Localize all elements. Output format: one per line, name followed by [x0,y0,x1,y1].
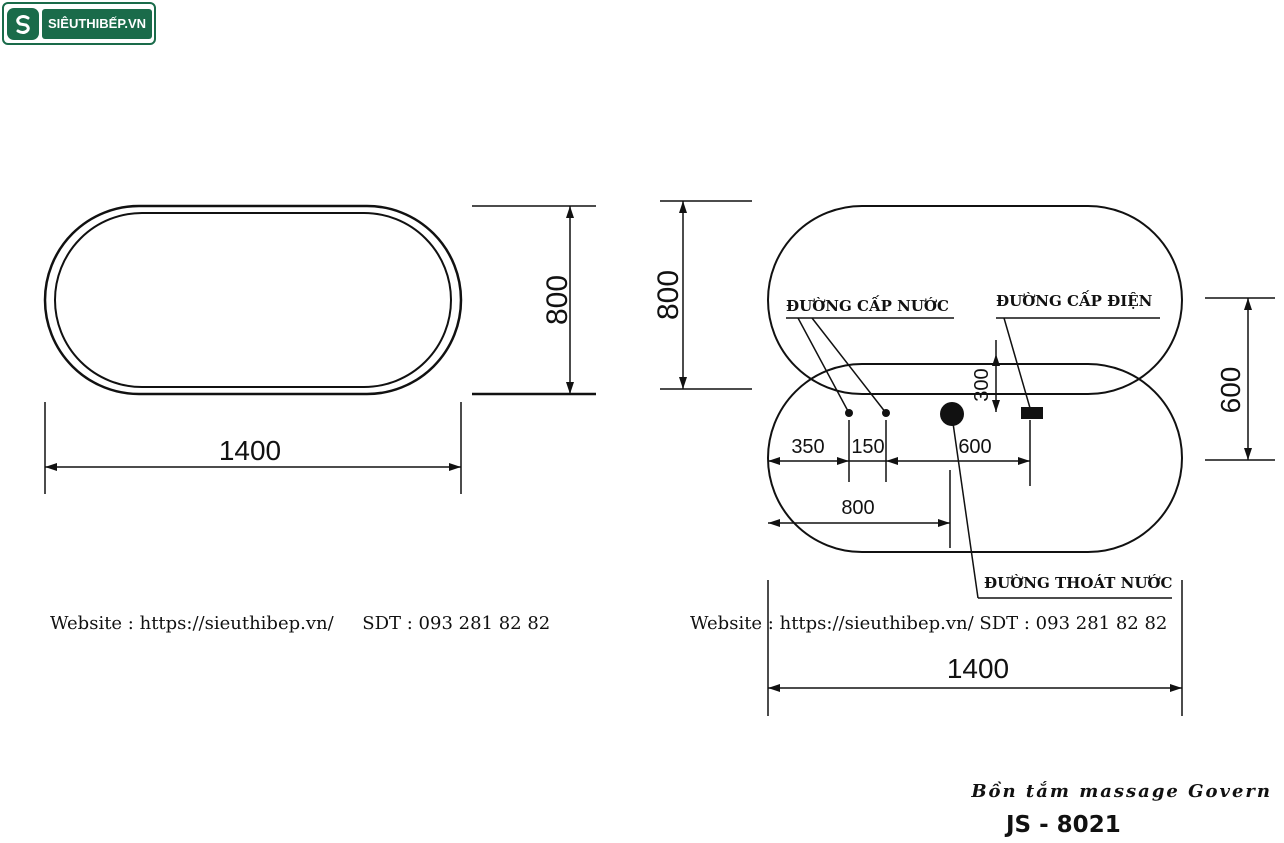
power-supply-label: ĐƯỜNG CẤP ĐIỆN [996,290,1153,310]
tub-inner-outline [54,212,452,388]
plan-height-dim: 800 [652,270,685,320]
drain-label: ĐƯỜNG THOÁT NƯỚC [984,574,1172,592]
power-outlet-box [1021,407,1043,419]
plan-dimensions [660,200,1275,716]
website-contact-left: Website : https://sieuthibep.vn/ SDT : 0… [50,613,551,634]
logo-s-icon [7,7,39,40]
plan-dim-150: 150 [851,436,884,458]
plan-right-dim: 600 [1215,367,1246,414]
website-contact-right: Website : https://sieuthibep.vn/ SDT : 0… [690,613,1168,634]
plan-width-dim: 1400 [947,653,1009,684]
tub-outer-outline [43,204,463,396]
plan-dim-350: 350 [791,436,824,458]
plan-dim-800: 800 [841,497,874,519]
plan-outline-upper [767,205,1183,395]
drain-point [940,402,964,426]
top-view-width-dim: 1400 [219,435,281,466]
logo-text: SIÊUTHIBẾP.VN [42,8,153,39]
water-inlet-point-2 [882,409,890,417]
model-code: JS - 8021 [1006,812,1121,838]
plan-outline-lower [767,363,1183,553]
product-name: Bồn tắm massage Govern [971,781,1272,802]
water-inlet-point-1 [845,409,853,417]
top-view-dimensions [44,205,596,494]
brand-logo[interactable]: SIÊUTHIBẾP.VN [2,2,156,45]
water-supply-label: ĐƯỜNG CẤP NƯỚC [786,295,949,315]
top-view-height-dim: 800 [541,275,574,325]
plan-dim-600: 600 [958,436,991,458]
plan-dim-300: 300 [971,368,993,401]
